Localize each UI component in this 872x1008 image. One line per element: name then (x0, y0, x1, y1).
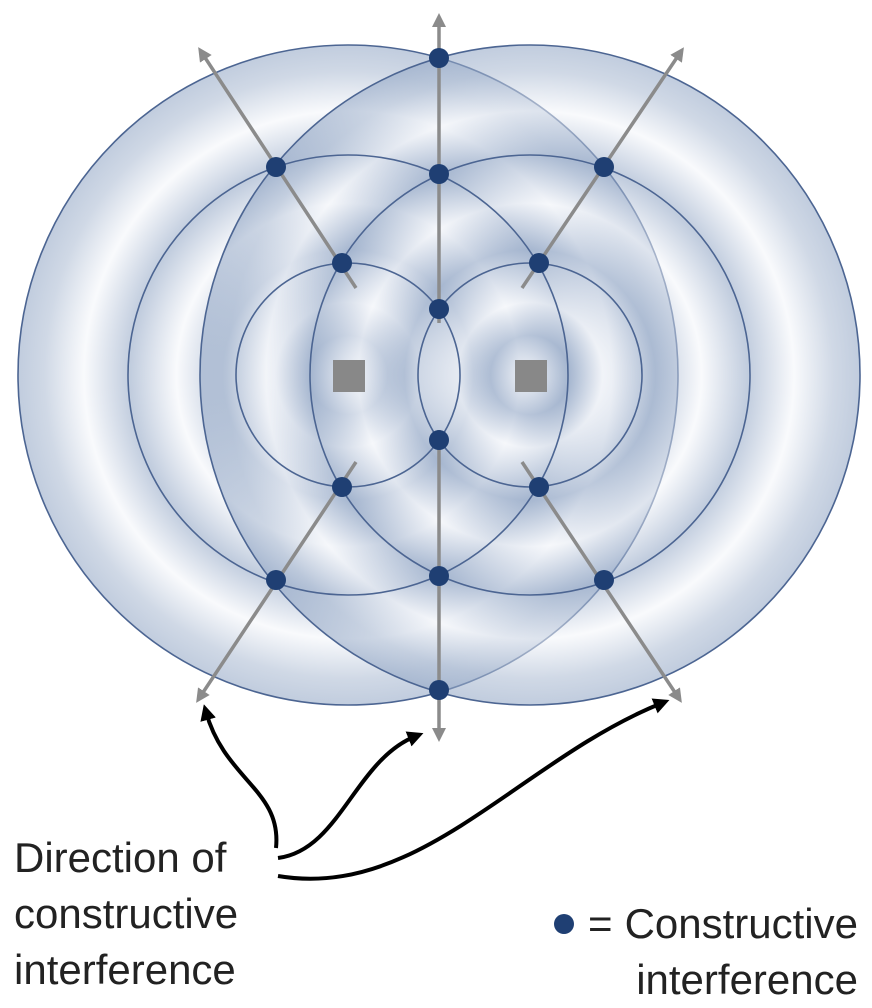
legend-label-line2: interference (636, 956, 858, 1003)
direction-label-line2: constructive (14, 890, 239, 937)
legend-label-line1: Constructive (624, 900, 858, 947)
direction-label: Direction of constructive interference (14, 830, 238, 998)
constructive-dot (429, 566, 449, 586)
constructive-dot (429, 430, 449, 450)
legend-equals: = (588, 900, 613, 947)
direction-label-line1: Direction of (14, 834, 227, 881)
left-wave-ring-3 (127, 154, 569, 596)
constructive-points (266, 48, 614, 700)
direction-label-line3: interference (14, 946, 236, 993)
left-source-icon (333, 360, 365, 392)
constructive-dot (332, 477, 352, 497)
constructive-dot (429, 48, 449, 68)
navy-dot-icon (554, 914, 575, 934)
pointer-to-right-arrow (277, 698, 670, 881)
pointer-to-left-arrow (200, 704, 279, 849)
constructive-dot (529, 477, 549, 497)
right-wave-ring-3 (309, 154, 751, 596)
constructive-dot (594, 570, 614, 590)
wave-sources (333, 360, 547, 392)
constructive-dot (266, 157, 286, 177)
right-source-icon (515, 360, 547, 392)
pointer-to-center-arrow (277, 731, 424, 860)
constructive-dot (529, 253, 549, 273)
constructive-dot (429, 680, 449, 700)
legend-key-row: = Constructive (554, 896, 858, 952)
constructive-dot (429, 299, 449, 319)
label-pointers (200, 698, 670, 881)
constructive-dot (332, 253, 352, 273)
constructive-dot (594, 157, 614, 177)
constructive-dot (266, 570, 286, 590)
constructive-dot (429, 164, 449, 184)
legend-key: = Constructive interference (554, 896, 858, 1008)
